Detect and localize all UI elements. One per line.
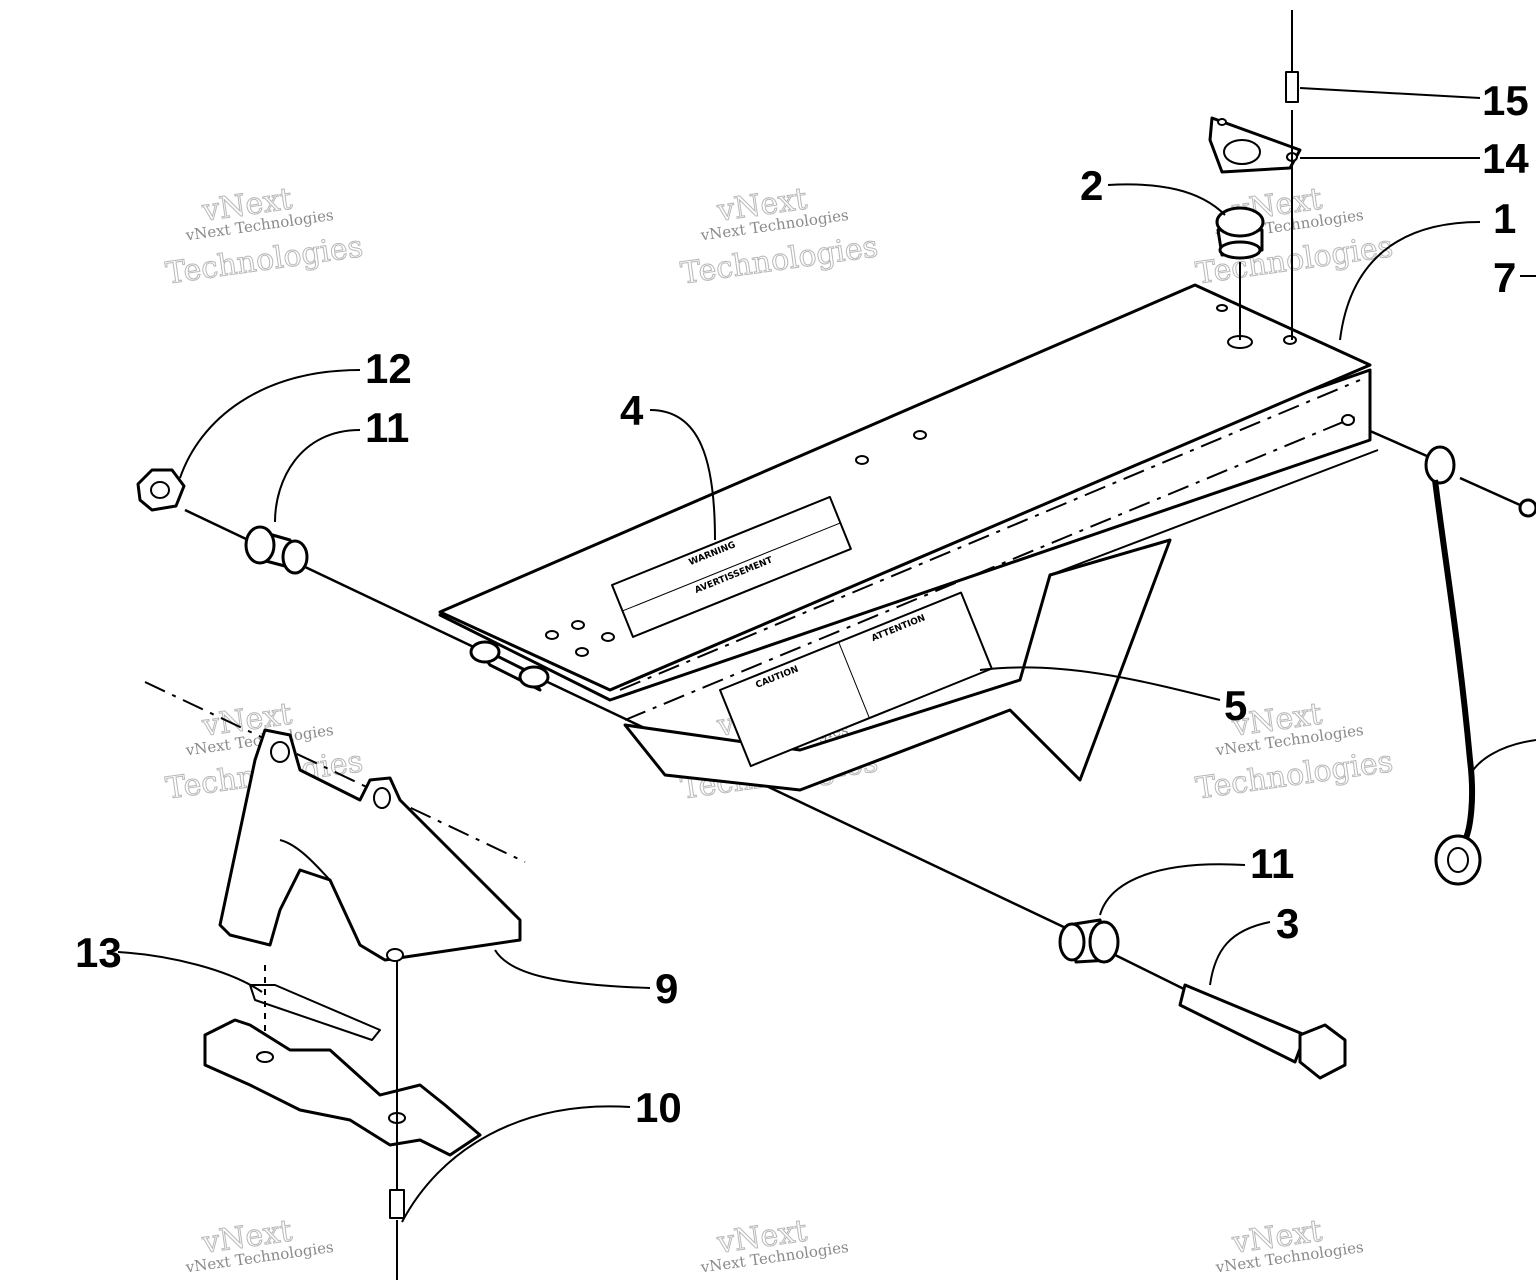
callout-4: 4 [620, 387, 644, 434]
caution-label-divider [838, 641, 870, 719]
pivot-bracket-hole [386, 948, 404, 962]
pan-seam-line [619, 379, 1361, 691]
lower-rivet-part [389, 960, 405, 1280]
pan-lip-edge [1049, 449, 1379, 576]
watermark: vNext vNext Technologies [1214, 1213, 1365, 1276]
pivot-axis-dashed [144, 681, 526, 863]
rivet-part [1285, 10, 1299, 340]
clip-body [249, 984, 381, 1041]
nut-hole [150, 481, 170, 499]
leader-9 [494, 949, 651, 989]
leader-strap [1469, 739, 1536, 776]
leader-1 [1339, 221, 1481, 341]
watermark: vNext vNext Technologies Technologies [163, 181, 365, 292]
leader-11b [1099, 863, 1246, 916]
bolt-part [1178, 983, 1347, 1080]
bolt-axis-line [1104, 948, 1191, 994]
pan-hole [575, 647, 589, 657]
strap-eyelet [1424, 445, 1456, 485]
callout-numbers: 1 2 3 4 5 7 9 10 11 11 12 13 14 15 [75, 77, 1529, 1131]
watermark: vNext vNext Technologies Technologies [678, 181, 880, 292]
bolt-head [1298, 1023, 1347, 1080]
bracket-plate-hole [1223, 139, 1261, 165]
bracket-plate-hole [1217, 118, 1227, 126]
lower-rivet-body [389, 1189, 405, 1219]
strap-cord [1432, 479, 1476, 842]
strap-rivet [1518, 498, 1536, 518]
callout-7: 7 [1493, 254, 1516, 301]
rivet-body [1285, 71, 1299, 103]
plug-cap [1215, 206, 1265, 238]
bushing-flange [244, 525, 276, 565]
callout-11-lower: 11 [1250, 840, 1294, 887]
watermark: vNext vNext Technologies [699, 1213, 850, 1276]
callout-3: 3 [1276, 900, 1299, 947]
plug-part [1215, 206, 1265, 340]
leader-13 [117, 951, 263, 993]
callout-12: 12 [365, 345, 412, 392]
pan-hole [545, 630, 559, 640]
callout-5: 5 [1224, 682, 1247, 729]
nut-part [136, 468, 186, 512]
pan-lower-bracket [623, 538, 1172, 792]
pan-hole [601, 632, 615, 642]
bushing-end [1058, 922, 1086, 962]
caution-label-part: CAUTION ATTENTION [719, 591, 993, 768]
leader-15 [1299, 87, 1481, 99]
pan-hole [1283, 335, 1297, 345]
plug-base [1218, 240, 1262, 260]
pan-bushing-end [469, 640, 501, 664]
leader-3 [1209, 921, 1271, 986]
pivot-bracket-hole [270, 741, 290, 763]
leader-10 [401, 1105, 631, 1223]
leader-11a [274, 429, 361, 523]
clip-part [249, 965, 381, 1060]
bushing-part [1058, 918, 1120, 964]
base-plate-outline [203, 1018, 482, 1157]
pan-hole [1341, 414, 1355, 426]
pivot-bracket-arch [279, 839, 331, 881]
callout-15: 15 [1482, 77, 1529, 124]
bushing-flange [1088, 920, 1120, 964]
pan-seam-line-2 [624, 414, 1361, 721]
callout-1: 1 [1493, 195, 1516, 242]
leader-2 [1107, 183, 1226, 216]
bushing-end [281, 539, 309, 575]
callout-14: 14 [1482, 135, 1529, 182]
pan-bushing-end [518, 665, 550, 689]
caution-label [719, 591, 993, 768]
right-axis-line-2 [1459, 476, 1521, 507]
bolt-shank [1178, 983, 1307, 1064]
pivot-bracket-part [218, 728, 522, 962]
leader-4 [649, 409, 716, 541]
bushing-part [244, 525, 309, 575]
pan-hole [1216, 304, 1228, 312]
pan-hole [855, 455, 869, 465]
callout-13: 13 [75, 929, 122, 976]
leader-lines [117, 87, 1536, 1223]
pan-hole [571, 620, 585, 630]
strap-loop-hole [1447, 847, 1469, 873]
warning-label-divider [622, 522, 841, 612]
watermark: vNext vNext Technologies [184, 1213, 335, 1276]
callout-10: 10 [635, 1084, 682, 1131]
pan-hole [913, 430, 927, 440]
callout-9: 9 [655, 965, 678, 1012]
leader-5 [979, 666, 1221, 701]
leader-12 [179, 369, 361, 479]
pivot-bracket-body [218, 728, 522, 962]
base-plate-hole [256, 1051, 274, 1063]
strap-part [1424, 445, 1536, 886]
callout-11-upper: 11 [365, 404, 409, 451]
watermark: vNext vNext Technologies Technologies [1193, 696, 1395, 807]
pivot-bracket-hole [373, 787, 391, 809]
base-plate-fragment [203, 1018, 482, 1157]
callout-2: 2 [1080, 162, 1103, 209]
bracket-plate-part [1208, 116, 1302, 174]
pan-bushing [469, 640, 550, 692]
